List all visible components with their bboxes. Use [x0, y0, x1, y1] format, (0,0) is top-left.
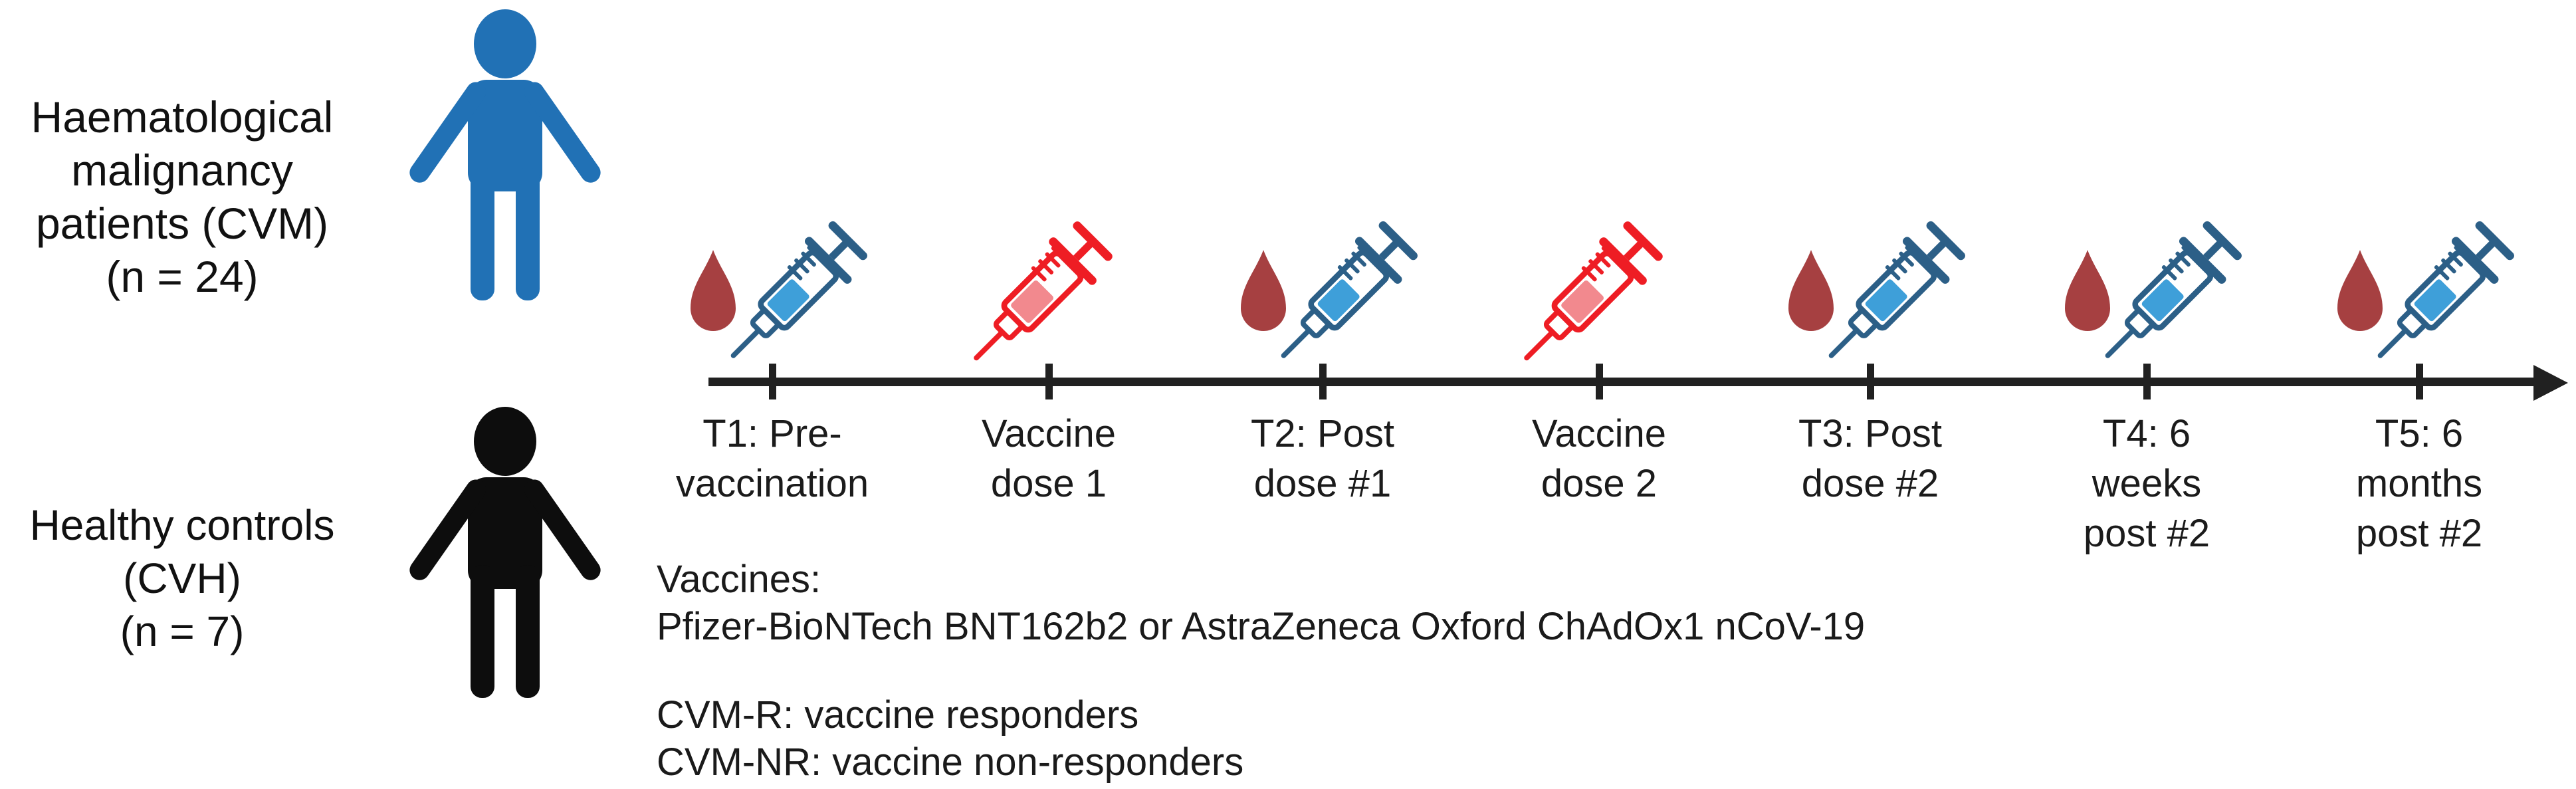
cohort-cvh-line: (n = 7) [120, 608, 245, 655]
station-label: T4: 6 weeks post #2 [2083, 412, 2210, 555]
cohort-cvh-label: Healthy controls (CVH) (n = 7) [0, 499, 364, 658]
timeline-tick [1045, 364, 1053, 399]
timeline-tick [2143, 364, 2151, 399]
cohort-cvm-line: (n = 24) [106, 252, 259, 301]
blood-drop-icon [1241, 250, 1286, 332]
blood-draw-icon [1788, 215, 1971, 378]
timeline-arrowhead-icon [2533, 365, 2568, 401]
station-label: Vaccine dose 2 [1531, 412, 1667, 505]
vaccines-detail: Pfizer-BioNTech BNT162b2 or AstraZeneca … [657, 605, 1866, 648]
cvm-nr-definition: CVM-NR: vaccine non-responders [657, 740, 1244, 784]
blood-draw-icon [2065, 215, 2248, 378]
timeline-tick [1867, 364, 1874, 399]
station-label: T1: Pre- vaccination [675, 412, 869, 505]
station-label: T2: Post dose #1 [1251, 412, 1394, 505]
vaccines-heading: Vaccines: [657, 558, 821, 601]
vaccine-syringe-icon [952, 215, 1119, 380]
blood-drop-icon [691, 250, 736, 332]
person-icon [392, 9, 618, 302]
footnotes: Vaccines: Pfizer-BioNTech BNT162b2 or As… [657, 556, 1865, 786]
station-label: T3: Post dose #2 [1798, 412, 1942, 505]
timeline-tick [1596, 364, 1603, 399]
cohort-cvm-line: Haematological [31, 92, 334, 142]
timeline-tick [1319, 364, 1327, 399]
timeline-tick [2416, 364, 2423, 399]
cohort-cvh-line: Healthy controls [29, 501, 335, 549]
blood-drop-icon [2065, 250, 2110, 332]
blood-draw-icon [1241, 215, 1424, 378]
person-icon [392, 407, 618, 699]
cvm-r-definition: CVM-R: vaccine responders [657, 693, 1139, 736]
blood-drop-icon [1788, 250, 1834, 332]
cohort-cvh-line: (CVH) [123, 554, 241, 602]
timeline-axis [708, 378, 2537, 386]
blood-draw-icon [691, 215, 873, 378]
notes-spacer [657, 650, 1865, 691]
timeline-tick [769, 364, 776, 399]
syringe-icon [952, 215, 1119, 380]
blood-drop-icon [2337, 250, 2383, 332]
cohort-cvm-line: malignancy [71, 146, 293, 195]
vaccine-syringe-icon [1502, 215, 1669, 380]
station-label: T5: 6 months post #2 [2355, 412, 2483, 555]
cohort-cvm-label: Haematological malignancy patients (CVM)… [0, 90, 364, 303]
station-label: Vaccine dose 1 [981, 412, 1117, 505]
blood-draw-icon [2337, 215, 2520, 378]
syringe-icon [1502, 215, 1669, 380]
cohort-cvm-line: patients (CVM) [35, 199, 329, 248]
